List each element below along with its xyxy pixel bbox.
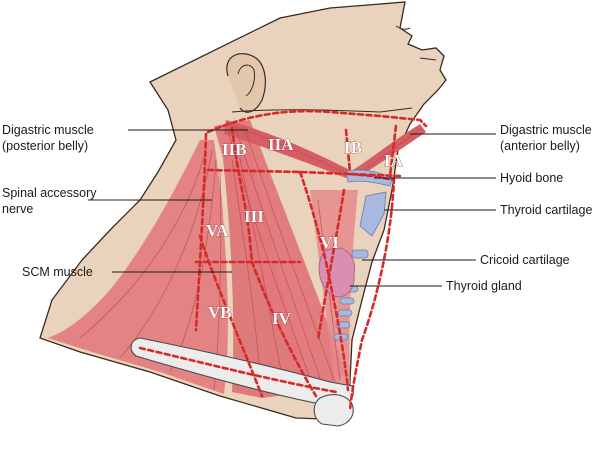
zone-label-iia: IIA [268, 135, 294, 154]
label-spinal-accessory-1: Spinal accessory [2, 186, 97, 200]
lip-line [419, 57, 437, 61]
label-digastric-posterior-1: Digastric muscle [2, 123, 94, 137]
zone-label-va: VA [206, 221, 229, 240]
zone-label-iii: III [244, 207, 264, 226]
ear-inner [237, 64, 255, 97]
label-cricoid-cartilage: Cricoid cartilage [480, 253, 570, 267]
label-digastric-anterior-1: Digastric muscle [500, 123, 592, 137]
label-hyoid-bone: Hyoid bone [500, 171, 563, 185]
ear-outline [226, 53, 266, 113]
nostril-line [395, 25, 411, 30]
trapezius-muscle [48, 140, 228, 394]
sternum-bone [313, 394, 354, 427]
zone-label-ia: IA [384, 151, 404, 170]
zone-label-iib: IIB [222, 140, 247, 159]
level-boundaries [138, 109, 428, 412]
zone-label-ib: IB [344, 138, 362, 157]
jaw-line [231, 107, 413, 113]
label-thyroid-cartilage: Thyroid cartilage [500, 203, 592, 217]
cricoid-cartilage-shape [351, 249, 369, 259]
leader-lines [88, 129, 496, 287]
zone-label-iv: IV [272, 309, 292, 328]
label-digastric-posterior-2: (posterior belly) [2, 139, 88, 153]
thyroid-cartilage-shape [359, 191, 387, 237]
label-digastric-anterior-2: (anterior belly) [500, 139, 580, 153]
label-scm-muscle: SCM muscle [22, 265, 93, 279]
zone-label-vb: VB [208, 303, 232, 322]
label-thyroid-gland: Thyroid gland [446, 279, 522, 293]
label-spinal-accessory-2: nerve [2, 202, 33, 216]
zone-label-vi: VI [320, 233, 339, 252]
